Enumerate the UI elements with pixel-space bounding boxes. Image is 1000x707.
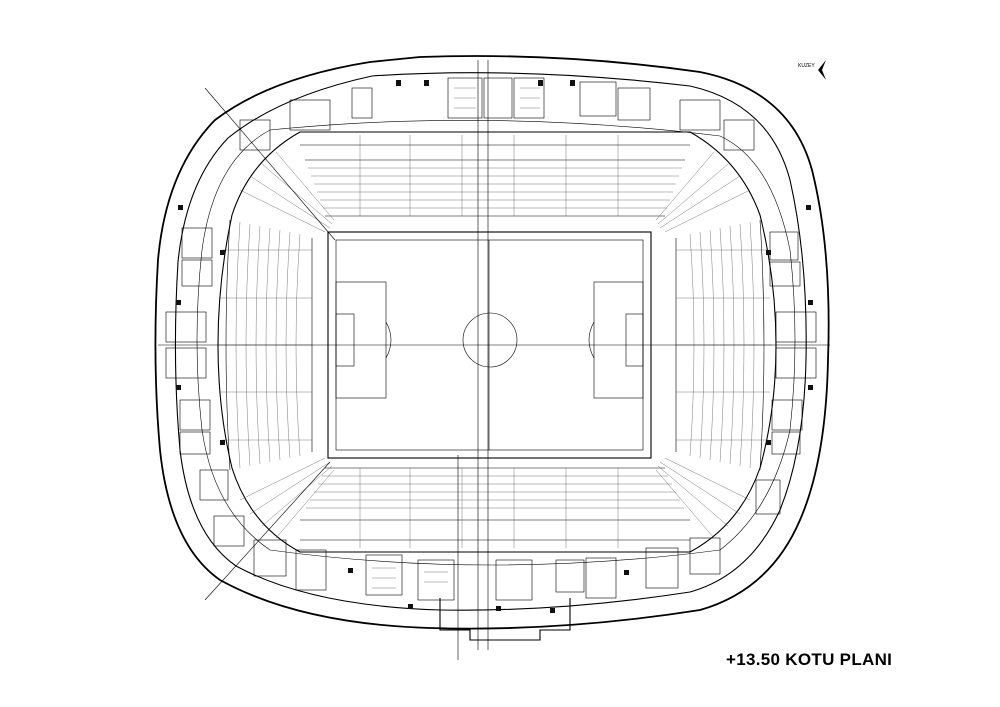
stand-outer-edge <box>217 131 777 553</box>
south-stand <box>300 467 690 548</box>
west-service-rooms <box>165 205 229 501</box>
grid-axis-lines <box>158 60 830 660</box>
east-service-rooms <box>755 205 817 515</box>
corner-stands <box>239 151 751 539</box>
north-label: KUZEY <box>798 63 815 69</box>
south-service-rooms <box>213 515 721 613</box>
south-entrance-block <box>439 598 571 641</box>
north-stand <box>300 135 690 217</box>
north-service-rooms <box>239 77 755 151</box>
outer-facade-outline <box>154 55 830 630</box>
concourse-ring <box>196 120 796 566</box>
north-arrow-icon <box>818 60 826 80</box>
plan-title: +13.50 KOTU PLANI <box>726 650 893 669</box>
inner-facade-outline <box>174 72 807 611</box>
